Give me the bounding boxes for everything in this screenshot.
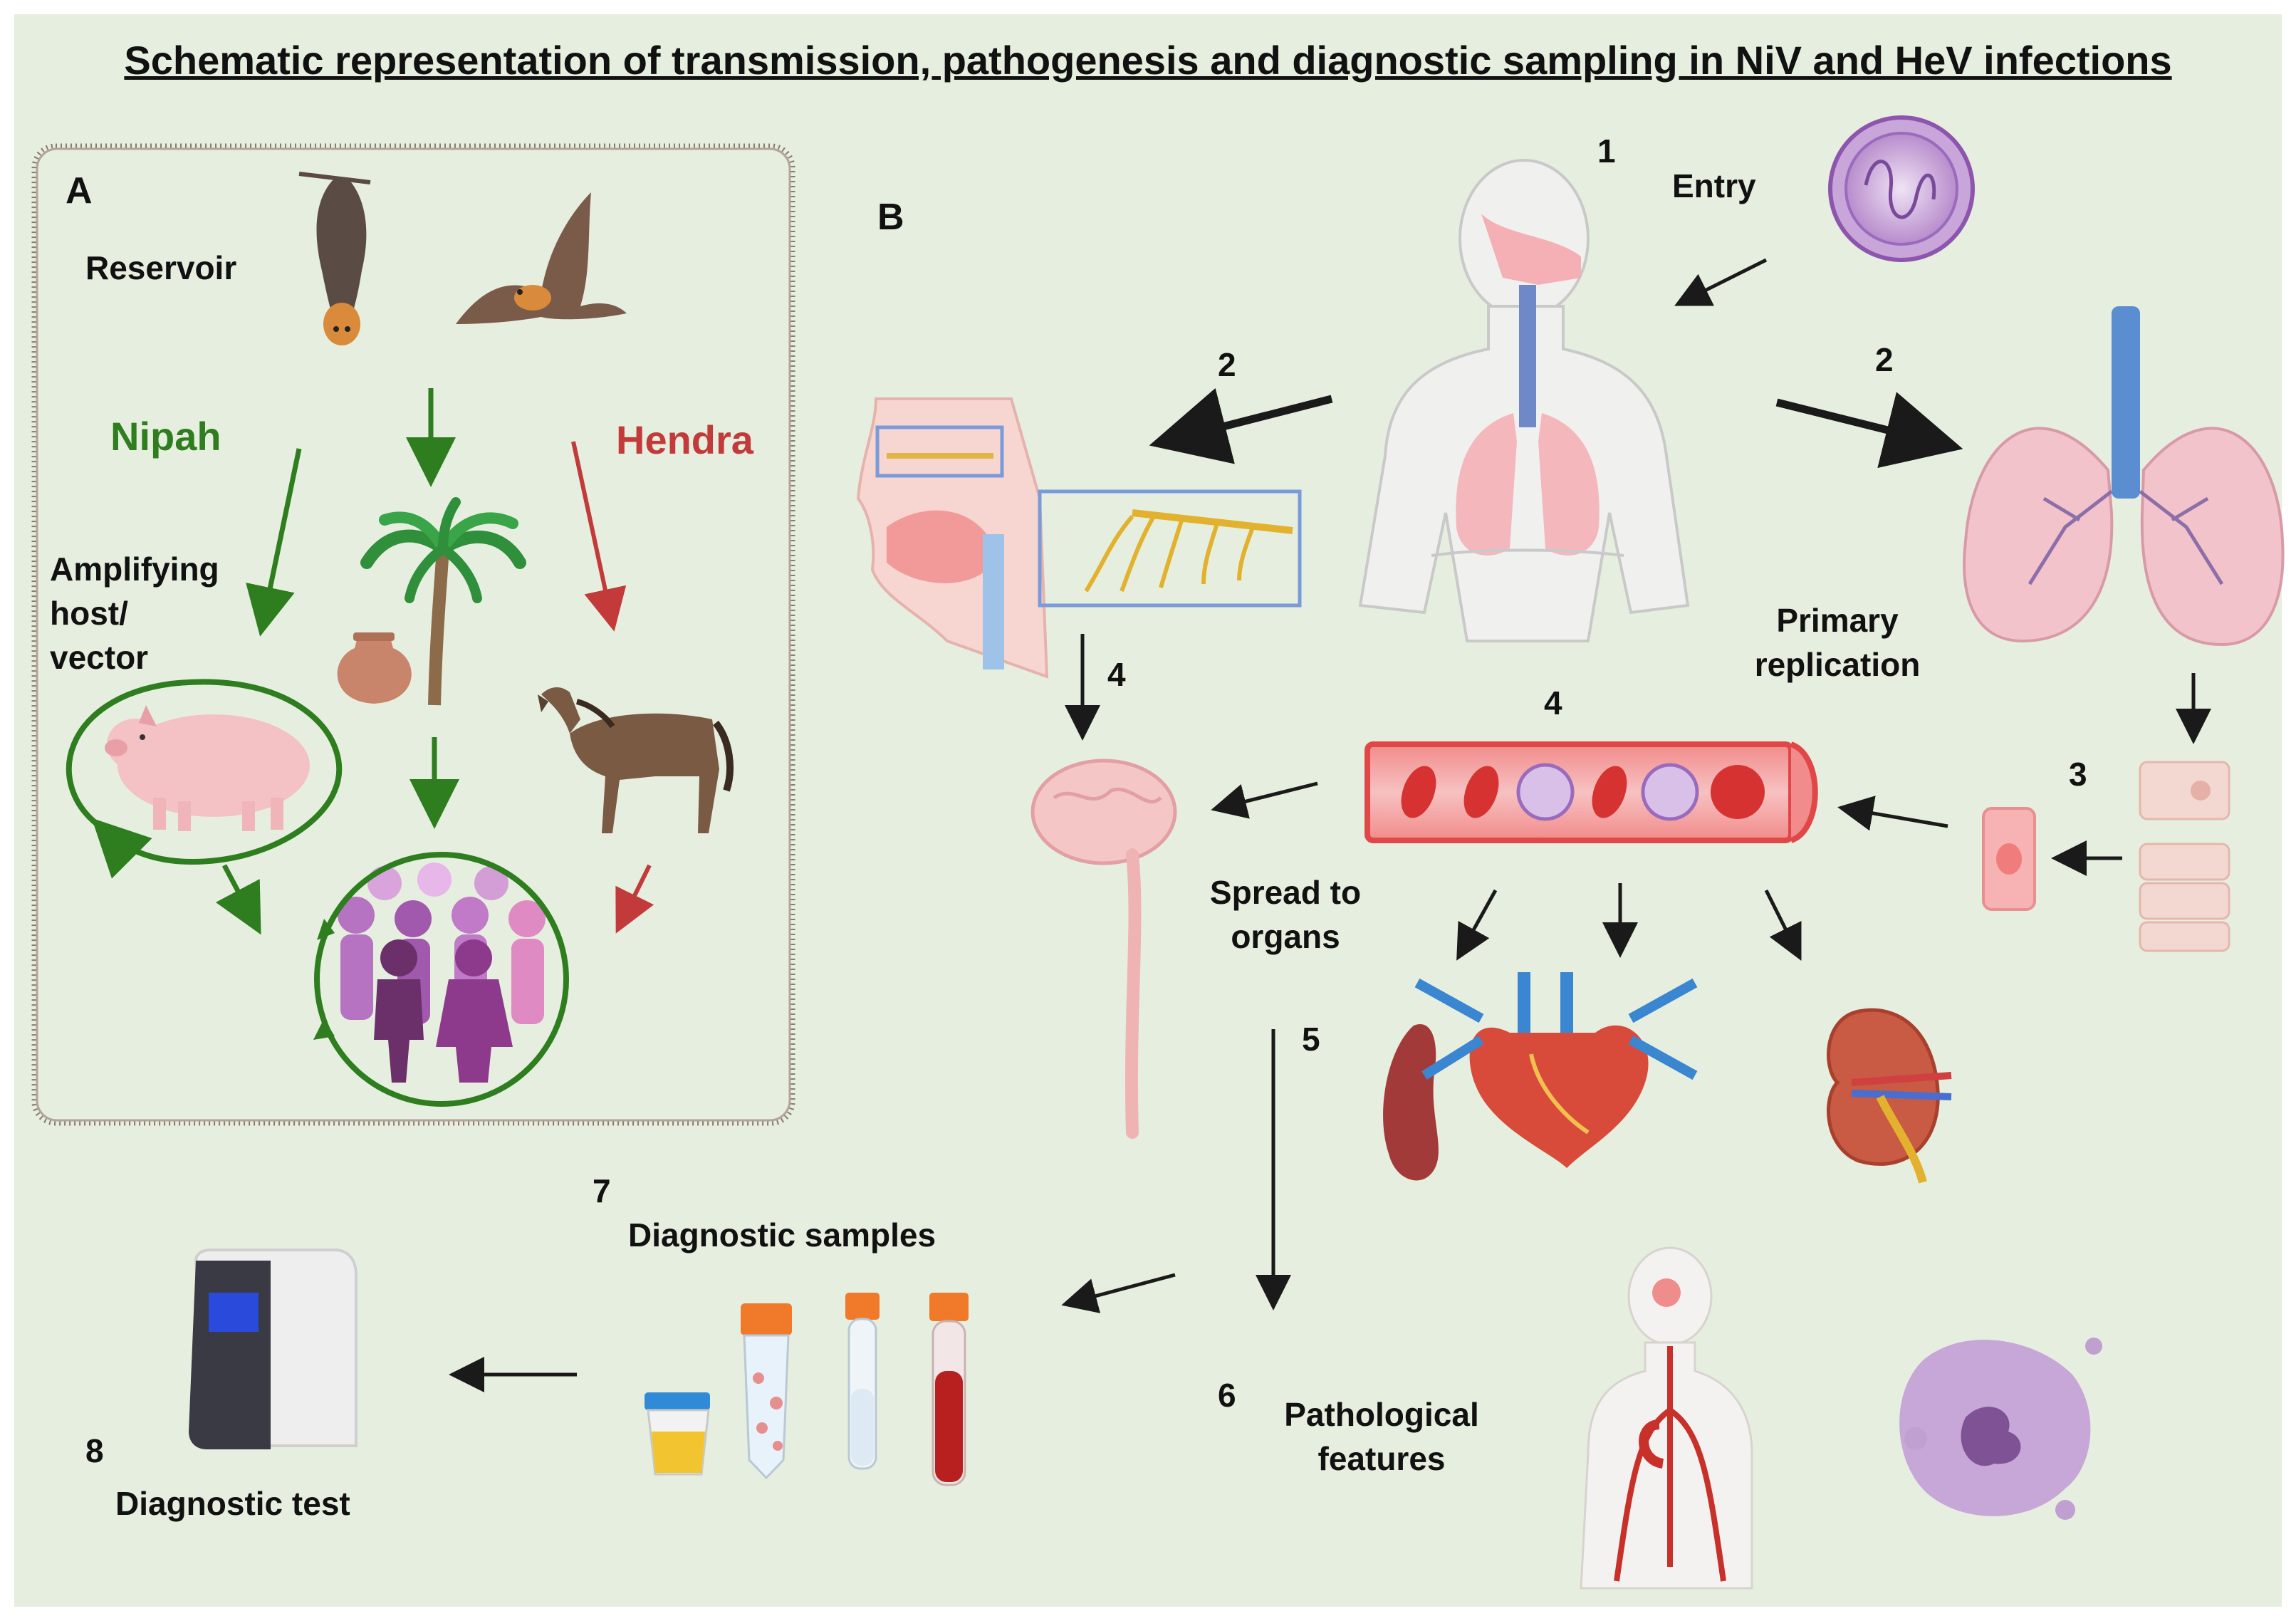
- entry-label: Entry: [1672, 167, 1756, 204]
- diagnostic-test-label: Diagnostic test: [115, 1485, 350, 1522]
- arrow-to-kidney: [1764, 889, 1802, 961]
- pathological-features-line1: Pathological: [1284, 1396, 1479, 1433]
- olfactory-zoom-box: [875, 425, 1004, 478]
- arrow-horse-to-humans: [615, 864, 654, 934]
- step-8-number: 8: [85, 1432, 104, 1469]
- human-body-icon: [1358, 159, 1690, 642]
- head-sagittal-section-icon: [856, 397, 1049, 679]
- step-3-number: 3: [2069, 756, 2087, 793]
- pig-cycle-arrow: [66, 679, 343, 879]
- hanging-bat-icon: [298, 172, 371, 345]
- spleen-icon: [1383, 1024, 1439, 1181]
- lungs-icon: [1963, 306, 2285, 647]
- csf-tube-icon: [845, 1293, 880, 1470]
- primary-replication-line2: replication: [1754, 646, 1921, 683]
- amplifying-label-line3: vector: [50, 639, 149, 676]
- clay-pot-icon: [337, 632, 412, 704]
- horse-icon: [538, 687, 734, 833]
- blood-tube-icon: [929, 1293, 969, 1486]
- kidney-icon: [1827, 1008, 1952, 1184]
- pathological-features-line2: features: [1317, 1440, 1446, 1477]
- pig-icon: [105, 705, 310, 831]
- primary-replication-line1: Primary: [1776, 602, 1899, 639]
- flying-bat-icon: [456, 192, 627, 324]
- spread-to-organs-line1: Spread to: [1209, 874, 1362, 911]
- arrow-hendra-to-horse: [571, 441, 627, 632]
- step-2-left-number: 2: [1218, 346, 1236, 383]
- arrow-to-lungs: [1775, 392, 1963, 469]
- step-4-blood-number: 4: [1544, 684, 1562, 721]
- nipah-label: Nipah: [110, 414, 221, 459]
- arrow-to-spleen: [1456, 889, 1498, 961]
- arrow-entry: [1674, 258, 1768, 306]
- heart-icon: [1414, 972, 1698, 1168]
- step-5-number: 5: [1302, 1021, 1320, 1058]
- arrow-vessel-to-brain: [1211, 781, 1318, 819]
- arrow-pig-to-humans: [215, 864, 261, 935]
- people-group-icon: [338, 862, 546, 1083]
- arrow-to-nasal: [1149, 387, 1333, 464]
- epithelial-cells-icon: [1982, 761, 2230, 952]
- reservoir-label: Reservoir: [85, 249, 237, 286]
- step-6-number: 6: [1218, 1377, 1236, 1414]
- arrow-to-vessel: [1837, 796, 1948, 831]
- step-2-right-number: 2: [1875, 341, 1894, 378]
- panel-a-label: A: [66, 170, 93, 212]
- blood-vessel-icon: [1364, 741, 1818, 843]
- step-7-number: 7: [593, 1172, 611, 1209]
- vascular-body-icon: [1580, 1246, 1753, 1590]
- urine-cup-icon: [645, 1392, 710, 1476]
- figure-title: Schematic representation of transmission…: [124, 38, 2172, 83]
- step-1-number: 1: [1597, 132, 1616, 170]
- step-4-brain-number: 4: [1107, 656, 1126, 693]
- panel-b-label: B: [877, 197, 904, 238]
- tissue-sample-tube-icon: [741, 1303, 792, 1480]
- brain-spinal-cord-icon: [1030, 759, 1177, 1139]
- arrow-to-samples: [1061, 1273, 1176, 1313]
- olfactory-nerve-inset: [1038, 489, 1302, 608]
- arrow-nipah-to-pig: [246, 448, 302, 637]
- spread-to-organs-line2: organs: [1231, 918, 1340, 955]
- amplifying-label-line2: host/: [50, 595, 128, 632]
- pcr-machine-icon: [189, 1249, 358, 1449]
- virus-particle-icon: [1828, 115, 1975, 262]
- amplifying-label-line1: Amplifying: [50, 551, 219, 588]
- diagnostic-samples-label: Diagnostic samples: [628, 1216, 936, 1253]
- human-cycle-arrow: [314, 852, 569, 1107]
- panel-a-frame: [31, 143, 795, 1126]
- hendra-label: Hendra: [616, 417, 753, 462]
- necrotic-cell-icon: [1899, 1338, 2102, 1520]
- palm-tree-icon: [360, 497, 526, 706]
